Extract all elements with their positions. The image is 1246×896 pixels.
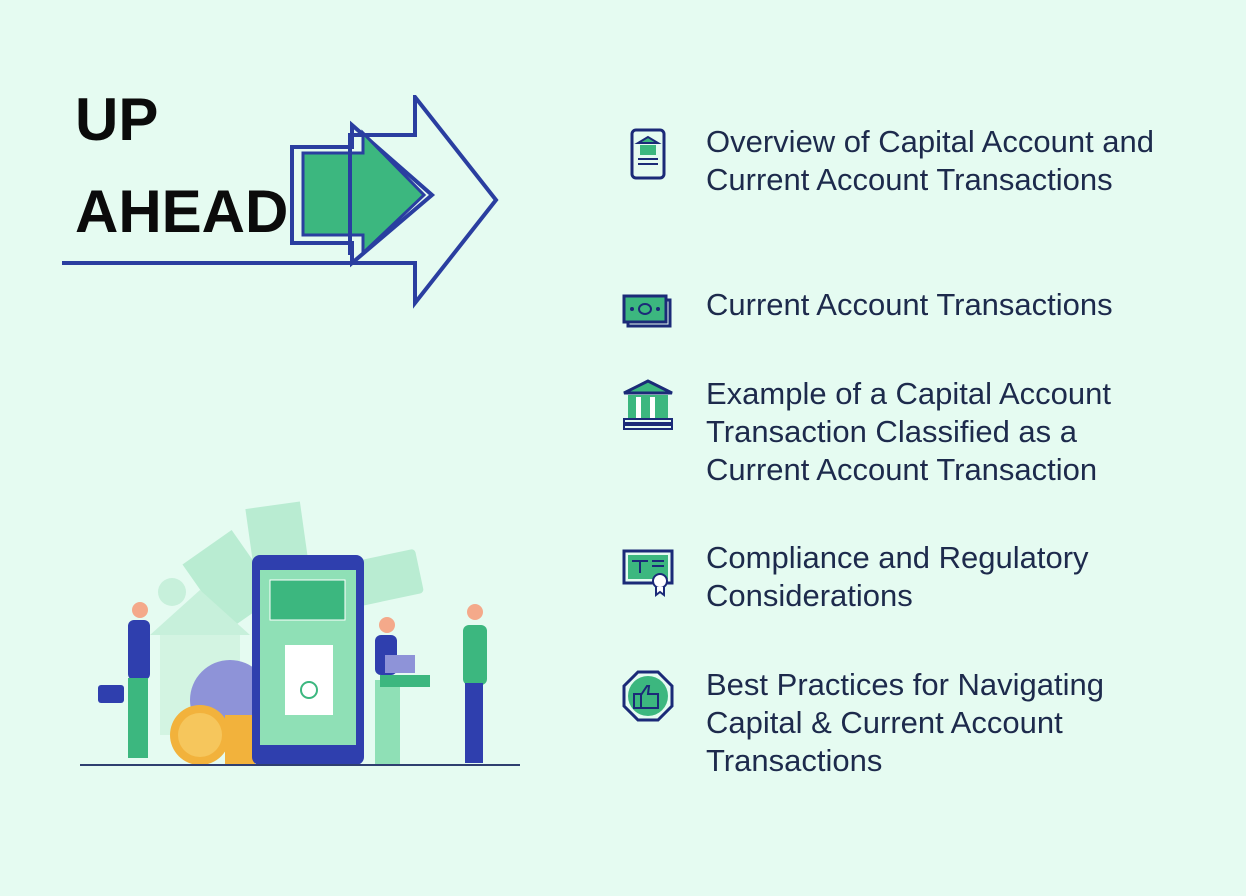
thumbs-up-icon bbox=[622, 670, 674, 722]
mobile-bank-icon bbox=[630, 128, 666, 180]
item-label: Example of a Capital Account Transaction… bbox=[706, 376, 1111, 487]
item-label: Current Account Transactions bbox=[706, 287, 1113, 322]
finance-illustration bbox=[80, 501, 520, 766]
bank-building-icon bbox=[623, 379, 673, 430]
title-line-1: UP bbox=[75, 86, 159, 153]
arrow-graphic bbox=[62, 95, 499, 309]
certificate-scale-icon bbox=[622, 549, 674, 597]
title-line-2: AHEAD bbox=[75, 178, 289, 245]
page-title: UP AHEAD bbox=[75, 74, 288, 258]
banknote-icon bbox=[622, 294, 672, 328]
item-label: Compliance and Regulatory Considerations bbox=[706, 540, 1089, 613]
item-label: Overview of Capital Account and Current … bbox=[706, 124, 1155, 197]
item-label: Best Practices for Navigating Capital & … bbox=[706, 667, 1105, 778]
